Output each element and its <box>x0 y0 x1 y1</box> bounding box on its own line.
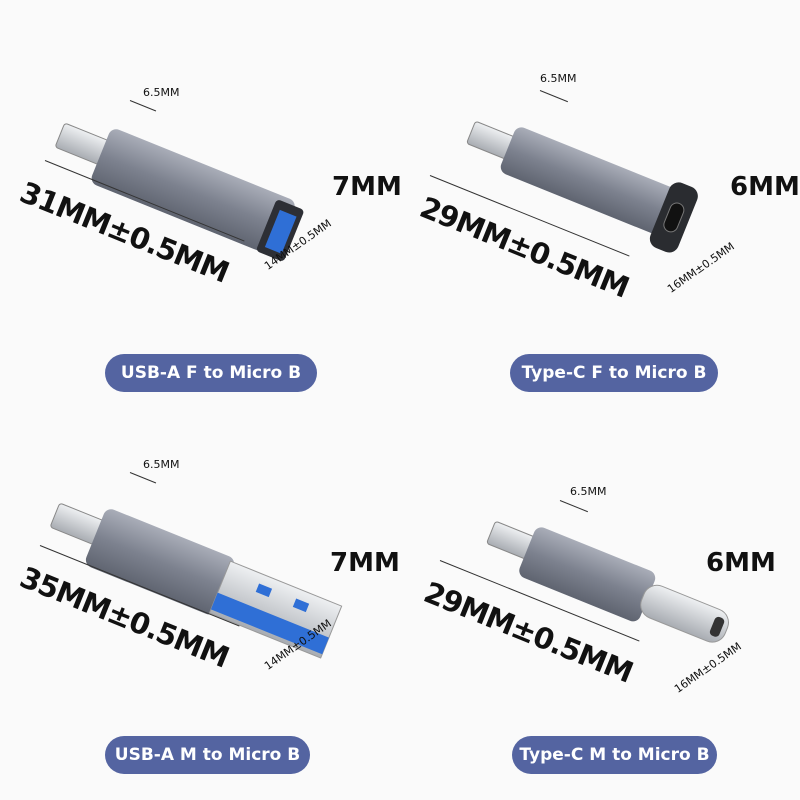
tip-dimension: 6.5MM <box>143 458 180 471</box>
height-dimension: 6MM <box>730 172 800 202</box>
tip-dimension: 6.5MM <box>143 86 180 99</box>
height-dimension: 7MM <box>332 172 402 202</box>
height-dimension: 6MM <box>706 548 776 578</box>
product-type-c-female: 6.5MM 29MM±0.5MM 6MM 16MM±0.5MM <box>400 0 800 400</box>
length-dimension: 35MM±0.5MM <box>15 560 234 675</box>
height-dimension: 7MM <box>330 548 400 578</box>
width-dimension: 16MM±0.5MM <box>665 239 737 296</box>
width-dimension: 14MM±0.5MM <box>262 216 334 273</box>
product-label-usb-a-female: USB-A F to Micro B <box>105 354 317 392</box>
tip-dimension: 6.5MM <box>540 72 577 85</box>
tip-dimension: 6.5MM <box>570 485 607 498</box>
tip-dimension-line <box>539 90 569 103</box>
usb-a-female-adapter <box>55 123 304 261</box>
product-usb-a-female: 6.5MM 31MM±0.5MM 7MM 14MM±0.5MM <box>0 0 402 400</box>
width-dimension: 14MM±0.5MM <box>262 616 334 673</box>
product-label-usb-a-male: USB-A M to Micro B <box>105 736 310 774</box>
type-c-female-adapter <box>466 121 698 253</box>
tip-dimension-line <box>129 472 157 484</box>
product-usb-a-male: 6.5MM 35MM±0.5MM 7MM 14MM±0.5MM <box>0 400 400 800</box>
product-label-type-c-male: Type-C M to Micro B <box>512 736 717 774</box>
length-dimension: 29MM±0.5MM <box>415 190 634 305</box>
product-label-type-c-female: Type-C F to Micro B <box>510 354 718 392</box>
width-dimension: 16MM±0.5MM <box>672 639 744 696</box>
usb-a-male-adapter <box>50 503 343 659</box>
type-c-male-adapter <box>486 521 729 643</box>
product-type-c-male: 6.5MM 29MM±0.5MM 6MM 16MM±0.5MM <box>400 400 800 800</box>
tip-dimension-line <box>559 500 589 513</box>
tip-dimension-line <box>129 100 157 112</box>
length-dimension: 29MM±0.5MM <box>419 575 638 690</box>
